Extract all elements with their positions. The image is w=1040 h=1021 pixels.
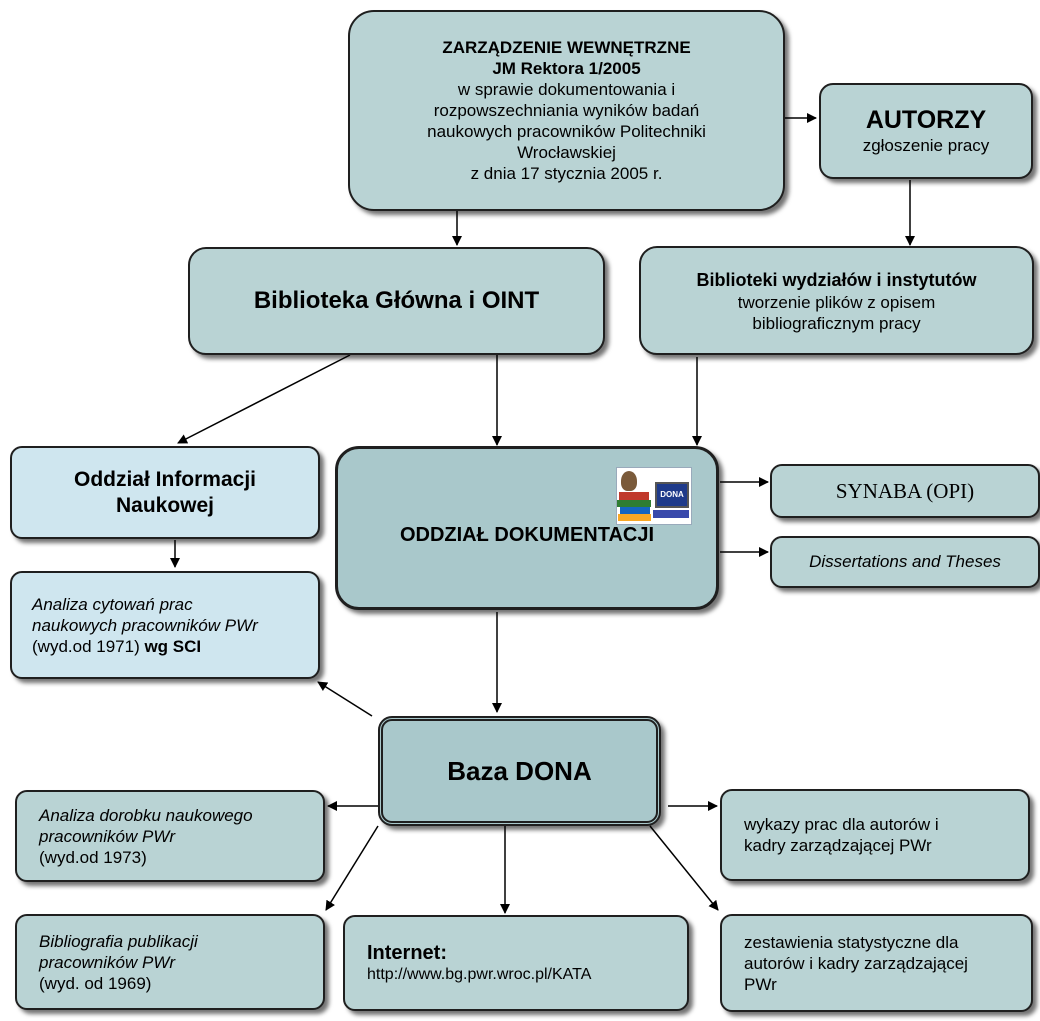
arrow-biblioteka-oddzial-informacji	[177, 354, 351, 444]
zarzadzenie-subtitle: JM Rektora 1/2005	[492, 59, 641, 78]
bibliografia-line1: Bibliografia publikacji	[39, 931, 198, 951]
oddzial-informacji-line1: Oddział Informacji	[73, 467, 257, 491]
autorzy-subtitle: zgłoszenie pracy	[862, 136, 990, 155]
autorzy-box: AUTORZY zgłoszenie pracy	[819, 83, 1033, 179]
biblioteki-wydzialow-box: Biblioteki wydziałów i instytutów tworze…	[639, 246, 1034, 355]
wykazy-box: wykazy prac dla autorów i kadry zarządza…	[720, 789, 1030, 881]
zarzadzenie-line4: Wrocławskiej	[517, 143, 616, 162]
wykazy-line1: wykazy prac dla autorów i	[744, 815, 939, 834]
analiza-cytowan-line1: Analiza cytowań prac	[32, 594, 193, 614]
autorzy-title: AUTORZY	[865, 106, 987, 134]
bibliografia-line2: pracowników PWr	[39, 952, 176, 972]
monitor-icon: DONA	[655, 482, 689, 508]
zestawienia-line3: PWr	[744, 974, 777, 994]
biblioteki-wydzialow-line1: tworzenie plików z opisem	[737, 292, 936, 312]
biblioteki-wydzialow-line2: bibliograficznym pracy	[752, 313, 921, 333]
zestawienia-box: zestawienia statystyczne dla autorów i k…	[720, 914, 1033, 1012]
synaba-box: SYNABA (OPI)	[770, 464, 1040, 518]
bibliografia-box: Bibliografia publikacji pracowników PWr …	[15, 914, 325, 1010]
analiza-dorobku-line1: Analiza dorobku naukowego	[39, 805, 253, 825]
biblioteka-glowna-title: Biblioteka Główna i OINT	[253, 287, 540, 314]
dissertations-label: Dissertations and Theses	[809, 552, 1001, 571]
biblioteki-wydzialow-title: Biblioteki wydziałów i instytutów	[696, 269, 977, 290]
oddzial-informacji-box: Oddział Informacji Naukowej	[10, 446, 320, 539]
analiza-dorobku-line3: (wyd.od 1973)	[39, 847, 147, 867]
analiza-cytowan-box: Analiza cytowań prac naukowych pracownik…	[10, 571, 320, 679]
books-icon-3	[620, 507, 650, 514]
analiza-cytowan-line3-bold: wg SCI	[144, 636, 202, 656]
baza-dona-title: Baza DONA	[447, 756, 592, 786]
keyboard-icon	[653, 510, 689, 518]
zarzadzenie-title: ZARZĄDZENIE WEWNĘTRZNE	[442, 38, 691, 57]
oddzial-dokumentacji-box: ODDZIAŁ DOKUMENTACJI DONA	[335, 446, 719, 610]
dona-logo: DONA	[616, 467, 692, 525]
synaba-label: SYNABA (OPI)	[835, 478, 975, 503]
owl-icon	[621, 471, 637, 491]
zarzadzenie-line5: z dnia 17 stycznia 2005 r.	[470, 164, 663, 183]
arrow-baza-bibliografia	[325, 825, 379, 911]
analiza-dorobku-line2: pracowników PWr	[39, 826, 176, 846]
zarzadzenie-line1: w sprawie dokumentowania i	[457, 80, 676, 99]
books-icon-2	[617, 500, 651, 507]
analiza-cytowan-line2: naukowych pracowników PWr	[32, 615, 258, 635]
analiza-dorobku-box: Analiza dorobku naukowego pracowników PW…	[15, 790, 325, 882]
bibliografia-line3: (wyd. od 1969)	[39, 973, 152, 993]
zarzadzenie-box: ZARZĄDZENIE WEWNĘTRZNE JM Rektora 1/2005…	[348, 10, 785, 211]
biblioteka-glowna-box: Biblioteka Główna i OINT	[188, 247, 605, 355]
internet-box: Internet: http://www.bg.pwr.wroc.pl/KATA	[343, 915, 689, 1011]
wykazy-line2: kadry zarządzającej PWr	[744, 836, 932, 855]
oddzial-informacji-line2: Naukowej	[115, 493, 215, 517]
zarzadzenie-line3: naukowych pracowników Politechniki	[427, 122, 706, 141]
zestawienia-line2: autorów i kadry zarządzającej	[744, 953, 968, 973]
zestawienia-line1: zestawienia statystyczne dla	[744, 932, 959, 952]
internet-title: Internet:	[367, 942, 447, 964]
dissertations-box: Dissertations and Theses	[770, 536, 1040, 588]
analiza-cytowan-line3-plain: (wyd.od 1971)	[32, 636, 145, 656]
baza-dona-box: Baza DONA	[378, 716, 661, 826]
dona-logo-text: DONA	[660, 490, 684, 499]
arrow-baza-analiza-cytowan	[317, 681, 373, 717]
oddzial-dokumentacji-title: ODDZIAŁ DOKUMENTACJI	[399, 524, 655, 546]
books-icon	[619, 492, 649, 500]
zarzadzenie-line2: rozpowszechniania wyników badań	[433, 101, 700, 120]
arrow-baza-zestawienia	[649, 825, 719, 911]
internet-url[interactable]: http://www.bg.pwr.wroc.pl/KATA	[367, 966, 592, 983]
analiza-cytowan-line3: (wyd.od 1971) wg SCI	[32, 636, 201, 657]
books-icon-4	[618, 514, 651, 521]
